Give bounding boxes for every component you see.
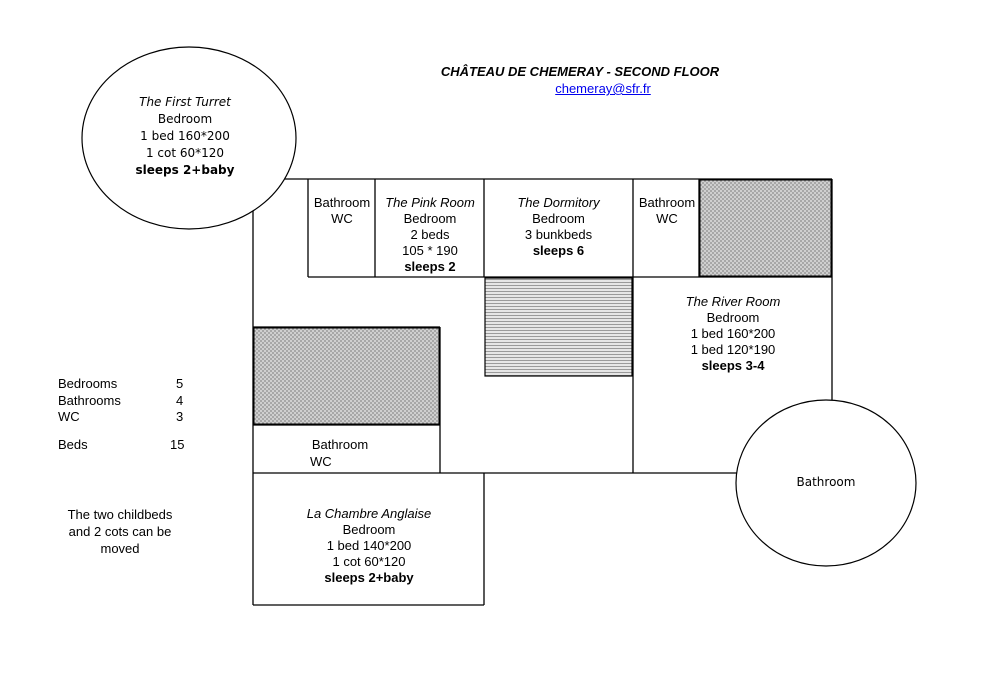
room-first-turret: The First Turret Bedroom 1 bed 160*200 1… [110,94,260,179]
room-name: The River Room [685,294,781,309]
note: The two childbeds and 2 cots can be move… [50,506,190,557]
room-detail: 1 cot 60*120 [332,554,406,569]
room-detail: 3 bunkbeds [524,227,593,242]
stat-value: 5 [176,376,184,391]
room-detail: 1 cot 60*120 [145,146,225,160]
room-detail: WC [331,211,353,226]
room-detail: 105 * 190 [402,243,458,258]
room-sleeps: sleeps 2+baby [324,570,414,585]
room-type: Bedroom [342,522,396,537]
room-name: La Chambre Anglaise [306,506,432,521]
stat-label: Bedrooms [58,376,118,391]
stat-value: 4 [176,393,184,408]
room-type: Bathroom [638,195,696,210]
striped-block-center [484,277,633,377]
room-sleeps: sleeps 6 [532,243,585,258]
page-title: CHÂTEAU DE CHEMERAY - SECOND FLOOR [440,64,720,79]
room-detail: 1 bed 160*200 [690,326,776,341]
room-bathroom-wc-3: Bathroom WC [300,436,380,470]
room-chambre-anglaise: La Chambre Anglaise Bedroom 1 bed 140*20… [254,506,484,586]
hatched-block-left [253,327,440,425]
note-line: and 2 cots can be [68,524,172,539]
stat-label: Beds [58,437,88,452]
room-type: Bathroom [313,195,371,210]
email-link[interactable]: chemeray@sfr.fr [555,81,651,96]
room-detail: 2 beds [410,227,450,242]
room-pink-room: The Pink Room Bedroom 2 beds 105 * 190 s… [376,195,484,275]
room-type: Bathroom [311,437,369,452]
round-bathroom-circle [735,399,917,567]
room-detail: 1 bed 120*190 [690,342,776,357]
room-detail: 1 bed 140*200 [326,538,412,553]
note-line: The two childbeds [67,507,173,522]
room-name: The Dormitory [517,195,600,210]
room-detail: WC [310,454,332,469]
room-bathroom-wc-1: Bathroom WC [309,195,375,227]
room-type: Bedroom [403,211,457,226]
hatched-block-top-right [699,179,832,277]
first-turret-circle [81,46,297,230]
room-detail: 1 bed 160*200 [140,129,230,143]
room-name: The Pink Room [385,195,475,210]
room-dormitory: The Dormitory Bedroom 3 bunkbeds sleeps … [485,195,632,259]
note-line: moved [100,541,140,556]
room-type: Bathroom [796,475,856,489]
room-sleeps: sleeps 2+baby [135,163,235,177]
room-river-room: The River Room Bedroom 1 bed 160*200 1 b… [634,294,832,374]
stat-value: 3 [176,409,184,424]
room-sleeps: sleeps 2 [404,259,456,274]
room-sleeps: sleeps 3-4 [701,358,765,373]
stat-label: WC [58,409,80,424]
room-type: Bedroom [157,112,213,126]
room-bathroom-wc-2: Bathroom WC [634,195,700,227]
room-name: The First Turret [139,95,231,109]
room-type: Bedroom [532,211,585,226]
stat-value: 15 [170,437,185,452]
room-round-bathroom: Bathroom [756,474,896,491]
room-type: Bedroom [706,310,760,325]
room-detail: WC [656,211,678,226]
stat-label: Bathrooms [58,393,121,408]
